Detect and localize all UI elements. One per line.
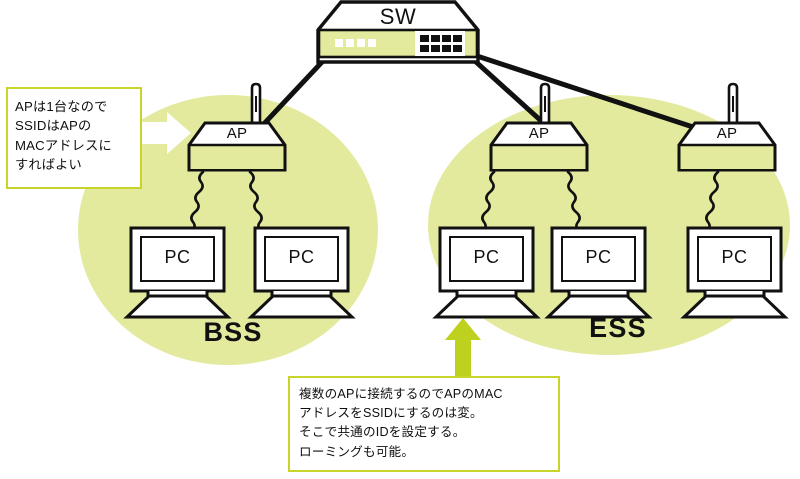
callout-bottom-line-4: ローミングも可能。 <box>299 444 415 459</box>
pc-base-bss-1 <box>123 294 232 319</box>
ap-body-shade-bss-1 <box>190 145 284 169</box>
pc-screen-ess-1 <box>449 236 524 282</box>
switch-port-block <box>415 31 465 56</box>
ap-label-bss-1: AP <box>226 125 248 142</box>
access-point-ess-2[interactable] <box>677 82 777 172</box>
callout-bottom-line-1: 複数のAPに接続するのでAPのMAC <box>299 387 503 401</box>
pc-base-ess-2 <box>544 294 653 319</box>
client-pc-ess-2[interactable] <box>544 226 653 319</box>
callout-left-line-2: SSIDはAPの <box>15 118 92 134</box>
callout-left-line-3: MACアドレスに <box>15 137 112 153</box>
pc-label-ess-3: PC <box>721 247 748 267</box>
ap-label-ess-2: AP <box>716 125 738 142</box>
pc-screen-ess-3 <box>697 236 772 282</box>
client-pc-bss-1[interactable] <box>123 226 232 319</box>
callout-bottom-line-3: そこで共通のIDを設定する。 <box>299 425 466 440</box>
link-sw-to-ap-bss-1 <box>256 58 326 132</box>
switch-label: SW <box>379 4 417 29</box>
callout-bottom-arrow-icon <box>445 318 481 378</box>
pc-base-ess-3 <box>680 294 789 319</box>
callout-left-box: APは1台なので SSIDはAPの MACアドレスに すればよい <box>6 87 142 189</box>
access-point-bss-1[interactable] <box>187 82 287 172</box>
client-pc-bss-2[interactable] <box>247 226 356 319</box>
pc-screen-bss-2 <box>264 236 339 282</box>
pc-base-bss-2 <box>247 294 356 319</box>
client-pc-ess-3[interactable] <box>680 226 789 319</box>
group-label-bss: BSS <box>203 317 263 347</box>
ap-body-shade-ess-2 <box>680 145 774 169</box>
callout-left-line-4: すればよい <box>15 157 82 173</box>
pc-label-ess-2: PC <box>585 247 612 267</box>
pc-base-ess-1 <box>432 294 541 319</box>
callout-bottom-box: 複数のAPに接続するのでAPのMAC アドレスをSSIDにするのは変。 そこで共… <box>288 376 560 472</box>
client-pc-ess-1[interactable] <box>432 226 541 319</box>
pc-screen-bss-1 <box>140 236 215 282</box>
pc-label-bss-1: PC <box>164 247 191 267</box>
ap-label-ess-1: AP <box>528 125 550 142</box>
pc-label-ess-1: PC <box>473 247 500 267</box>
callout-left-line-1: APは1台なので <box>15 99 108 114</box>
group-label-ess: ESS <box>589 313 647 343</box>
pc-label-bss-2: PC <box>288 247 315 267</box>
switch-device[interactable] <box>316 0 480 64</box>
link-sw-to-ap-ess-2 <box>473 52 700 132</box>
ap-body-shade-ess-1 <box>492 145 586 169</box>
callout-left-arrow-icon <box>134 112 191 154</box>
switch-led-group <box>335 39 376 47</box>
access-point-ess-1[interactable] <box>489 82 589 172</box>
link-sw-to-ap-ess-1 <box>472 58 553 132</box>
pc-screen-ess-2 <box>561 236 636 282</box>
callout-bottom-line-2: アドレスをSSIDにするのは変。 <box>299 406 483 421</box>
